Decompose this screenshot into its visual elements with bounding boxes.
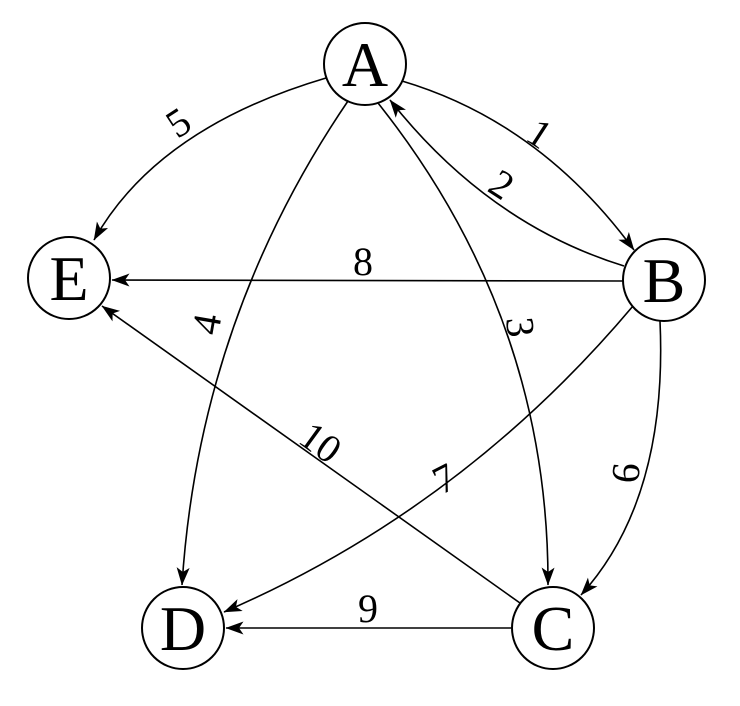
node-D: D [141,586,225,670]
node-A-circle [323,22,407,106]
node-C: C [511,586,595,670]
edge-label-1: 1 [519,109,560,158]
edge-label-6: 6 [602,461,649,485]
node-E-label: E [49,243,88,314]
edge-3-A-to-C [377,102,555,586]
edge-7-B-to-D [223,305,634,613]
edge-1-A-to-B [401,80,635,251]
edge-4-A-to-D [176,100,349,586]
node-C-circle [511,586,595,670]
edge-5-A-to-E [93,77,327,241]
node-E: E [27,236,111,320]
edge-label-7: 7 [425,454,463,503]
edge-10-C-to-E [101,305,521,604]
edge-label-10: 10 [291,412,350,472]
node-D-circle [141,586,225,670]
node-E-circle [27,236,111,320]
node-B: B [622,238,706,322]
edge-label-9: 9 [358,586,378,631]
node-A: A [323,22,407,106]
edge-8-B-to-E [111,273,624,287]
node-B-circle [622,238,706,322]
edge-label-5: 5 [158,98,199,147]
node-C-label: C [532,593,575,664]
edge-label-2: 2 [481,160,522,209]
edge-6-B-to-C [580,320,662,596]
edge-label-4: 4 [183,310,231,338]
edge-labels-layer: 1 2 3 4 5 6 7 8 9 10 [158,98,649,631]
edge-label-8: 8 [353,239,373,284]
node-A-label: A [342,29,388,100]
node-B-label: B [643,245,686,316]
nodes-layer: A B C D E [27,22,706,670]
edge-label-3: 3 [497,315,544,339]
node-D-label: D [160,593,206,664]
edges-layer [93,77,662,635]
edge-2-B-to-A [389,99,625,267]
